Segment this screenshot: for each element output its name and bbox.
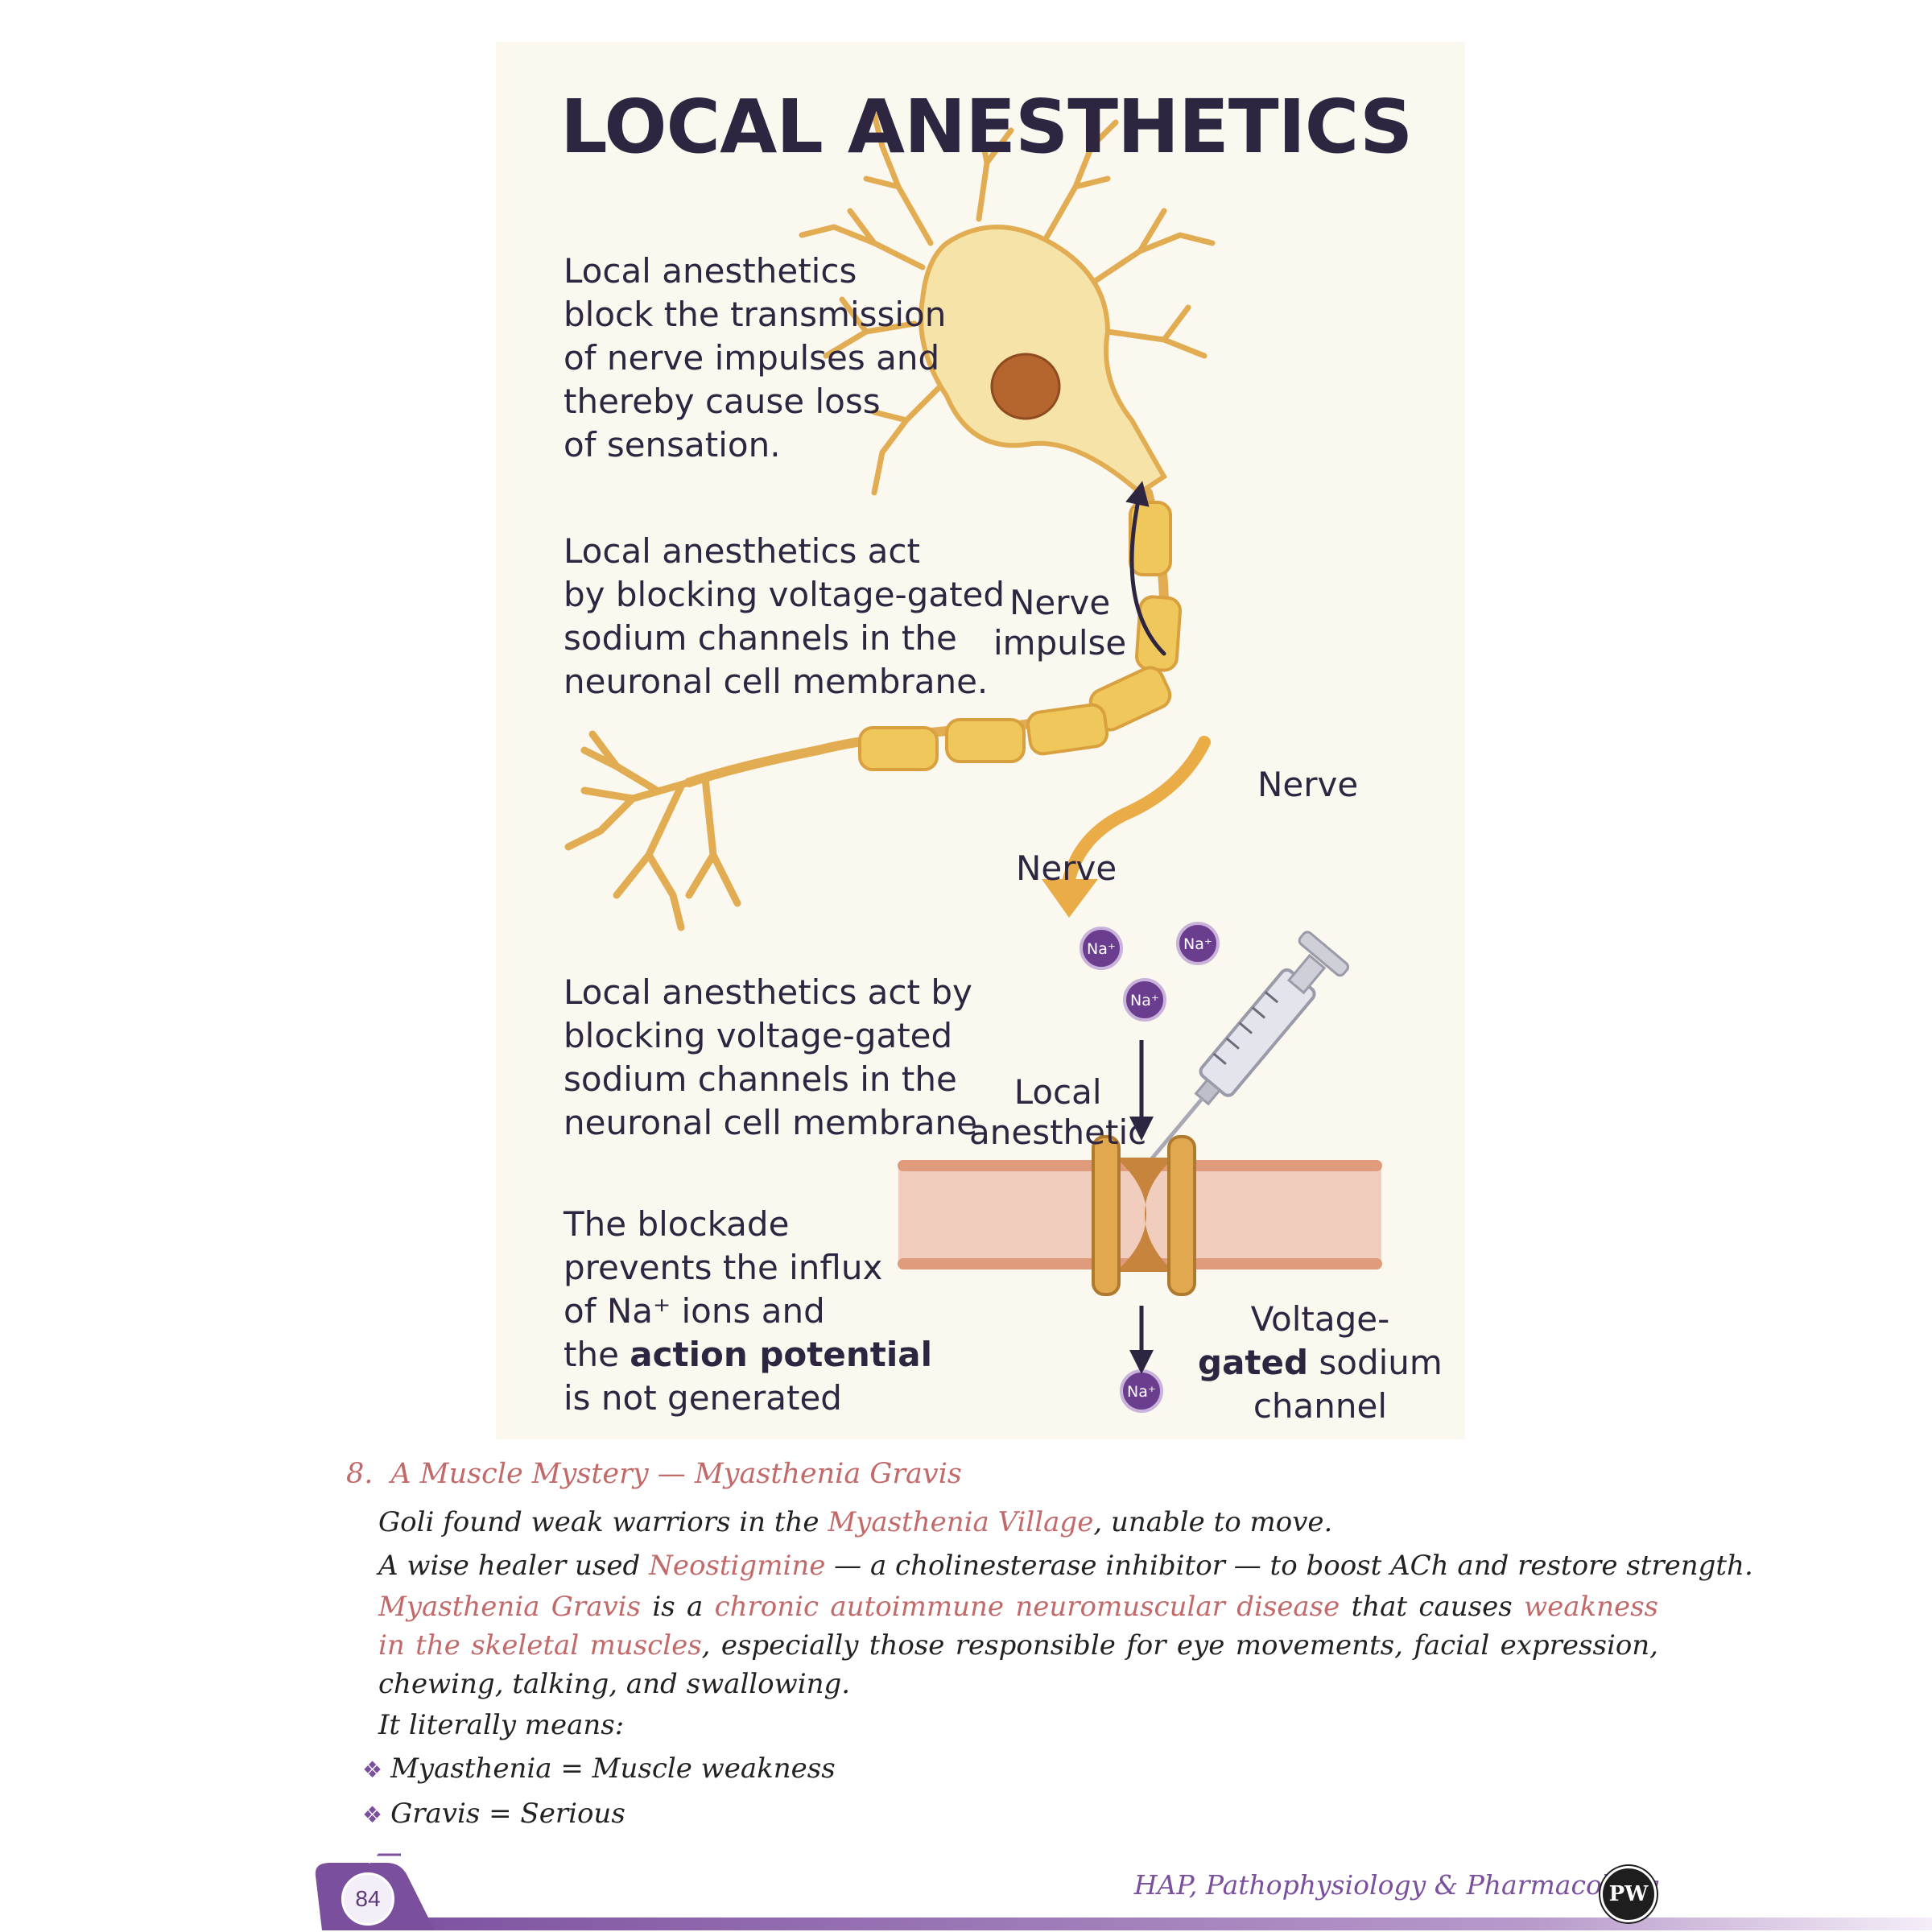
myelin-sheath [858,501,1183,771]
page-number: 84 [341,1872,394,1926]
ion-label: Na⁺ [1087,940,1116,958]
definition-paragraph: Myasthenia Gravis is a chronic autoimmun… [378,1591,1658,1700]
axon-terminals [564,730,741,931]
pw-logo: PW [1600,1866,1657,1922]
story-line-1: Goli found weak warriors in the Myasthen… [378,1506,1333,1538]
literal-meaning-line: It literally means: [378,1709,625,1741]
list-item: ❖Gravis = Serious [362,1798,625,1830]
notes-section: 8.A Muscle Mystery — Myasthenia Gravis G… [346,1452,1753,1837]
story-line-2: A wise healer used Neostigmine — a choli… [378,1550,1753,1582]
dendrites [799,111,1216,496]
nerve-flow-arrow [1061,736,1211,894]
nerve-impulse-arrow [1125,481,1166,656]
nucleus [990,353,1061,420]
mechanism-text: Local anesthetics act by blocking voltag… [564,531,1005,701]
diamond-bullet-icon: ❖ [362,1757,383,1783]
neuron-illustration: Na⁺ Na⁺ Na⁺ Na⁺ [564,111,1382,1413]
syringe-icon [1144,931,1349,1167]
intro-text: Local anesthetics block the transmission… [564,251,947,464]
action-potential-term: action potential [630,1335,932,1374]
nerve-label-right: Nerve [1257,765,1359,804]
ion-label: Na⁺ [1127,1383,1156,1401]
sodium-channel [1092,1135,1196,1296]
ion-label: Na⁺ [1130,992,1159,1009]
section-heading: 8.A Muscle Mystery — Myasthenia Gravis [346,1458,962,1490]
infographic-title: LOCAL ANESTHETICS [560,84,1413,170]
list-item: ❖Myasthenia = Muscle weakness [362,1752,836,1785]
local-anesthetic-label: Local anesthetic [969,1072,1147,1152]
sodium-ions: Na⁺ Na⁺ Na⁺ Na⁺ [1080,922,1220,1413]
diamond-bullet-icon: ❖ [362,1802,383,1828]
blockade-text: The blockade prevents the influx of Na⁺ … [564,1204,932,1418]
mechanism-repeat-text: Local anesthetics act by blocking voltag… [564,972,977,1142]
book-title: HAP, Pathophysiology & Pharmacology [1133,1869,1658,1901]
infographic-panel: Na⁺ Na⁺ Na⁺ Na⁺ [496,42,1465,1439]
nerve-impulse-label: Nerve impulse [993,583,1127,663]
nerve-flow-arrowhead [1042,879,1098,918]
sodium-channel-label: Voltage- gated sodium channel [1198,1299,1443,1426]
ion-label: Na⁺ [1183,935,1212,953]
nerve-label-left: Nerve [1016,848,1117,888]
